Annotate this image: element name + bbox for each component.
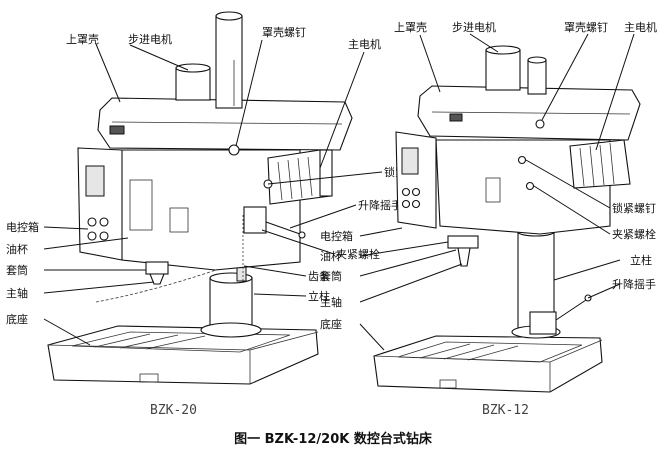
left-leader-lines — [43, 39, 383, 346]
label-left-column: 立柱 — [308, 289, 330, 303]
right-labels: 上罩壳 步进电机 罩壳螺钉 主电机 锁紧螺钉 夹紧螺栓 立柱 升降摇手 电控箱 … — [320, 20, 657, 418]
label-right-control-box: 电控箱 — [320, 229, 353, 243]
label-left-control-box: 电控箱 — [6, 220, 39, 234]
label-left-clamp-bolt: 夹紧螺栓 — [336, 247, 380, 261]
label-left-lift-handle: 升降摇手 — [358, 198, 402, 212]
label-left-sleeve: 套筒 — [6, 263, 28, 277]
label-right-lock-screw: 锁紧螺钉 — [612, 201, 656, 215]
label-left-main-motor: 主电机 — [348, 37, 381, 51]
label-left-base: 底座 — [6, 312, 28, 326]
label-left-stepper-motor: 步进电机 — [128, 32, 172, 46]
label-left-rack: 齿条 — [308, 269, 330, 283]
label-left-spindle: 主轴 — [6, 286, 28, 300]
right-leader-lines — [359, 33, 635, 351]
figure-caption: 图一 BZK-12/20K 数控台式钻床 — [234, 431, 433, 447]
label-left-cover-screw: 罩壳螺钉 — [262, 25, 306, 39]
label-right-spindle: 主轴 — [320, 295, 342, 309]
label-right-sleeve: 套筒 — [320, 269, 342, 283]
label-right-stepper-motor: 步进电机 — [452, 20, 496, 34]
label-right-main-motor: 主电机 — [624, 20, 657, 34]
model-right: BZK-12 — [482, 403, 529, 418]
label-right-cover-screw: 罩壳螺钉 — [564, 20, 608, 34]
label-right-oil-cup: 油杯 — [320, 249, 342, 263]
label-right-lift-handle: 升降摇手 — [612, 277, 656, 291]
label-left-upper-cover: 上罩壳 — [66, 32, 99, 46]
left-machine-drawing — [47, 11, 353, 385]
left-labels: 上罩壳 步进电机 罩壳螺钉 主电机 锁紧螺钉 升降摇手 电控箱 油杯 套筒 主轴… — [6, 25, 428, 418]
model-left: BZK-20 — [150, 403, 197, 418]
label-right-clamp-bolt: 夹紧螺栓 — [612, 227, 656, 241]
label-right-column: 立柱 — [630, 253, 652, 267]
label-right-base: 底座 — [320, 317, 342, 331]
label-left-oil-cup: 油杯 — [6, 242, 28, 256]
label-right-upper-cover: 上罩壳 — [394, 20, 427, 34]
right-machine-drawing — [373, 45, 641, 393]
